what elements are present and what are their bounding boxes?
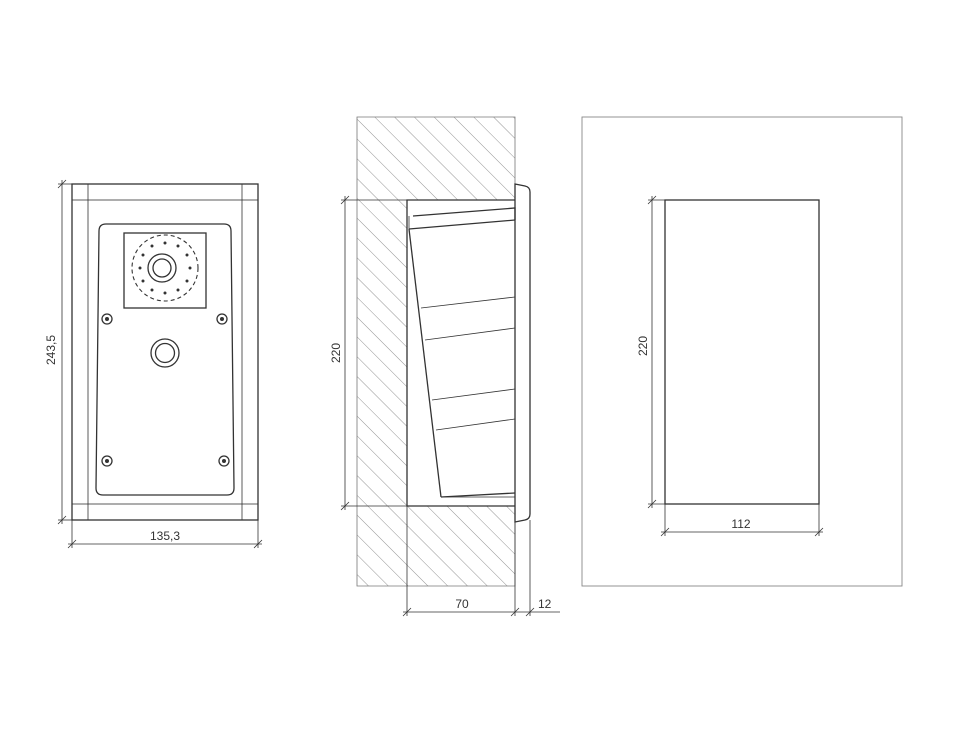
speaker-ring: [131, 234, 199, 302]
face-plate-flange: [514, 183, 531, 523]
housing-top: [408, 219, 516, 230]
side-flange-label: 12: [538, 597, 552, 611]
side-depth-dimension: 70 12: [402, 506, 560, 617]
call-button-inner: [154, 342, 176, 364]
front-width-label: 135,3: [150, 529, 180, 543]
cutout-view: 220 112: [581, 116, 903, 587]
side-height-label: 220: [329, 343, 343, 363]
camera-module: [123, 232, 207, 309]
front-view: 243,5 135,3: [44, 179, 263, 549]
recess-outline: [406, 199, 515, 507]
camera-lens-outer: [147, 253, 177, 283]
call-button-outer: [150, 338, 180, 368]
camera-lens-inner: [152, 258, 172, 278]
cutout-height-label: 220: [636, 336, 650, 356]
cutout-height-dimension: 220: [636, 195, 665, 509]
cutout-width-dimension: 112: [660, 504, 824, 537]
front-width-dimension: 135,3: [67, 520, 263, 549]
front-height-dimension: 243,5: [44, 179, 72, 525]
speaker-holes: [138, 241, 192, 295]
side-depth-label: 70: [455, 597, 469, 611]
front-height-label: 243,5: [44, 335, 58, 365]
front-outer-frame: [71, 183, 259, 521]
front-face-plate: [95, 223, 235, 496]
wall-hatch: [356, 116, 516, 587]
screws: [101, 313, 230, 467]
side-height-dimension: 220: [329, 195, 407, 511]
housing-back: [408, 228, 442, 498]
front-inner-frame: [87, 199, 243, 505]
cutout-width-label: 112: [731, 517, 750, 531]
housing-top-lip: [412, 207, 516, 220]
housing-bottom: [440, 492, 516, 498]
side-view: 220 70 12: [329, 116, 560, 617]
wall-panel: [581, 116, 903, 587]
cutout-rect: [664, 199, 820, 505]
housing-sections: [420, 296, 516, 431]
